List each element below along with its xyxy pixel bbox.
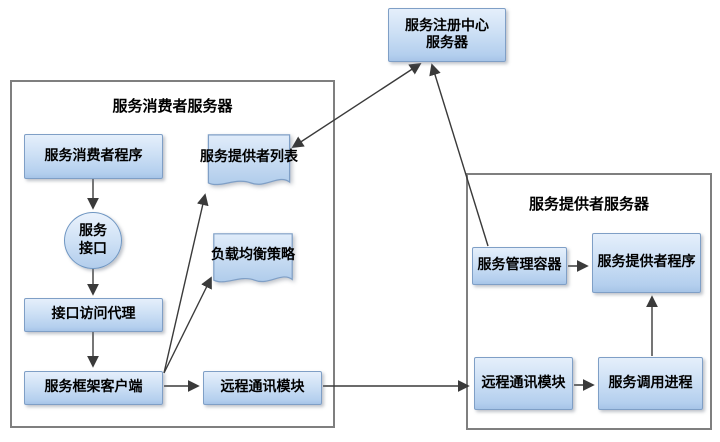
node-service-registry-server: 服务注册中心 服务器 xyxy=(388,8,506,62)
node-consumer-program: 服务消费者程序 xyxy=(24,134,163,179)
provider-server-title: 服务提供者服务器 xyxy=(528,195,649,213)
load-balance-label: 负载均衡策略 xyxy=(211,247,295,264)
registry-label-line2: 服务器 xyxy=(426,35,468,51)
remote-comm-provider-label: 远程通讯模块 xyxy=(481,374,566,391)
framework-client-label: 服务框架客户端 xyxy=(44,379,143,396)
node-provider-list-document: 服务提供者列表 xyxy=(200,134,298,192)
service-container-label: 服务管理容器 xyxy=(477,257,562,274)
service-interface-label-line1: 服务 xyxy=(79,223,107,239)
service-interface-label-line2: 接口 xyxy=(79,240,107,257)
remote-comm-consumer-label: 远程通讯模块 xyxy=(220,379,305,396)
document-shape xyxy=(207,134,291,186)
node-remote-comm-consumer: 远程通讯模块 xyxy=(203,371,322,405)
node-load-balance-document: 负载均衡策略 xyxy=(211,232,295,290)
provider-program-label: 服务提供者程序 xyxy=(597,254,696,271)
document-shape xyxy=(213,233,293,283)
consumer-program-label: 服务消费者程序 xyxy=(44,147,143,164)
node-framework-client: 服务框架客户端 xyxy=(24,371,163,405)
consumer-server-title: 服务消费者服务器 xyxy=(112,97,233,115)
interface-proxy-label: 接口访问代理 xyxy=(51,306,136,323)
node-service-invoke-process: 服务调用进程 xyxy=(598,357,703,410)
node-remote-comm-provider: 远程通讯模块 xyxy=(474,357,573,410)
registry-label-line1: 服务注册中心 xyxy=(405,17,489,34)
node-service-container: 服务管理容器 xyxy=(472,247,567,285)
provider-list-label: 服务提供者列表 xyxy=(200,149,298,166)
node-provider-program: 服务提供者程序 xyxy=(592,233,701,293)
node-service-interface: 服务 接口 xyxy=(64,212,122,269)
node-interface-proxy: 接口访问代理 xyxy=(24,298,163,332)
service-invoke-label: 服务调用进程 xyxy=(608,374,693,391)
